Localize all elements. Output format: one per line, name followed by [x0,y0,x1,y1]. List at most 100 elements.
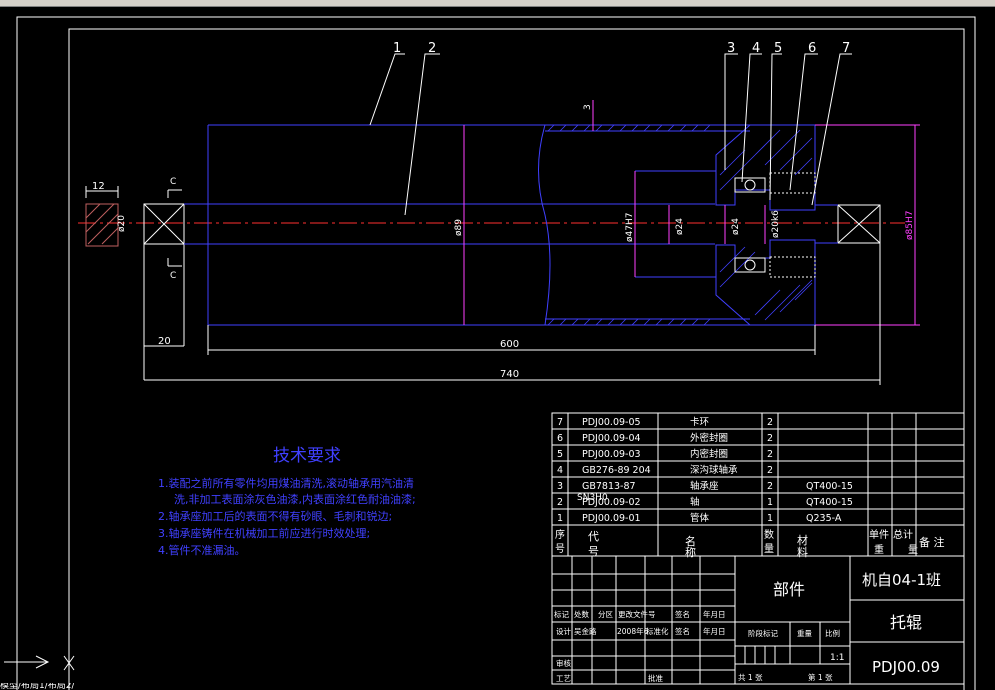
dim-phi24a: ø24 [675,218,685,235]
seal-outer-bottom [769,256,816,278]
hdr-mat-a: 材 [797,533,808,547]
svg-text:标准化: 标准化 [646,626,669,636]
tube-cut-right [545,124,750,326]
parts-row-code: PDJ00.09-05 [582,417,641,428]
parts-row-no: 5 [557,449,563,460]
dim-lines-vertical [463,124,920,326]
hdr-unit-b: 重 [874,543,884,556]
drawing-name: 托辊 [890,613,922,632]
parts-row-code: PDJ00.09-03 [582,449,641,460]
svg-text:设计: 设计 [556,626,571,636]
parts-row-name: 卡环 [690,416,709,428]
hdr-note: 备 注 [919,535,945,549]
ucs-icon [4,655,75,671]
parts-row-qty: 2 [767,465,773,476]
svg-text:阶段标记: 阶段标记 [748,628,778,638]
parts-row-no: 1 [557,513,563,524]
svg-text:共 1 张: 共 1 张 [738,673,763,682]
svg-text:批准: 批准 [648,673,663,683]
menu-bar [0,0,995,7]
svg-text:签名: 签名 [675,609,690,619]
outer-frame [16,16,976,690]
dim-20: 20 [158,336,171,347]
hdr-qty-a: 数 [764,528,774,541]
dim-phi20-left: ø20 [117,215,127,232]
dim-12: 12 [92,181,105,192]
balloon-2: 2 [428,41,436,56]
tube-hatch [547,124,711,326]
svg-text:比例: 比例 [825,628,840,638]
parts-row-code: PDJ00.09-01 [582,513,641,524]
parts-row-name: 轴 [690,496,700,508]
hdr-code-b: 号 [588,545,599,558]
hdr-name-b: 称 [685,545,696,559]
svg-text:处数: 处数 [574,609,589,619]
dim-phi85: ø85H7 [905,211,915,240]
drawing-number: PDJ00.09 [872,658,940,676]
balloon-3: 3 [727,41,735,56]
parts-row-code: GB7813-87 [582,481,636,492]
parts-row-no: 6 [557,433,563,444]
parts-row-code: PDJ00.09-02 [582,497,641,508]
parts-row-no: 2 [557,497,563,508]
parts-row-no: 3 [557,481,563,492]
hdr-no-b: 号 [555,543,565,555]
parts-row-material: QT400-15 [806,481,853,492]
svg-text:重量: 重量 [797,629,812,638]
shaft-section-left [85,203,119,247]
parts-row-material: Q235-A [806,513,842,524]
parts-list-extra: SN3H0 [577,493,608,503]
svg-text:分区: 分区 [598,610,613,619]
dim-740: 740 [500,369,519,380]
dim-600: 600 [500,339,519,350]
hdr-total-a: 总计 [893,528,913,541]
bearing-bottom [734,257,766,273]
title-block-grid [551,555,965,685]
scale: 1:1 [830,653,844,663]
svg-text:年月日: 年月日 [703,609,726,619]
shaft-hatch [85,203,119,245]
dim-3: 3 [583,104,593,110]
parts-row-qty: 1 [767,497,773,508]
svg-text:吴金路: 吴金路 [574,626,597,636]
svg-text:更改文件号: 更改文件号 [618,609,656,619]
section-mark-top: C [170,177,176,187]
hdr-total-b: 量 [908,544,918,556]
end-block-left [143,203,185,245]
parts-row-name: 轴承座 [690,480,719,492]
tech-line-2: 洗,非加工表面涂灰色油漆,内表面涂红色耐油油漆; [174,492,416,506]
parts-row-qty: 1 [767,513,773,524]
parts-row-code: GB276-89 204 [582,465,651,476]
tech-line-4: 3.轴承座铸件在机械加工前应进行时效处理; [158,526,370,540]
parts-row-no: 4 [557,465,563,476]
hdr-unit-a: 单件 [869,529,889,541]
section-mark-bottom: C [170,271,176,281]
end-block-right [837,204,881,244]
svg-text:第 1 张: 第 1 张 [808,672,833,682]
hdr-name-a: 名 [685,534,696,548]
hdr-mat-b: 料 [797,545,808,559]
parts-row-qty: 2 [767,433,773,444]
bearing-top [734,177,766,193]
hdr-code-a: 代 [588,530,599,543]
parts-row-name: 深沟球轴承 [690,464,738,476]
balloon-6: 6 [808,41,816,56]
svg-text:2008年6: 2008年6 [617,626,649,636]
title-block-labels: 标记 处数 分区 更改文件号 签名 年月日 设计 吴金路 2008年6 标准化 … [554,609,840,683]
balloon-1: 1 [393,41,401,56]
svg-text:年月日: 年月日 [703,626,726,636]
dim-phi47: ø47H7 [625,213,635,242]
tech-line-1: 1.装配之前所有零件均用煤油清洗,滚动轴承用汽油清 [158,476,414,490]
parts-row-name: 管体 [690,512,710,524]
parts-row-material: QT400-15 [806,497,853,508]
hdr-qty-b: 量 [764,543,774,555]
seal-outer-top [769,172,816,194]
dim-phi24b: ø24 [731,218,741,235]
part-type: 部件 [773,580,805,599]
balloon-7: 7 [842,41,850,56]
layout-tabs[interactable]: 模型/布局1/布局2/ [0,683,75,690]
leaders [369,53,852,216]
svg-text:工艺: 工艺 [556,674,571,683]
parts-row-qty: 2 [767,449,773,460]
